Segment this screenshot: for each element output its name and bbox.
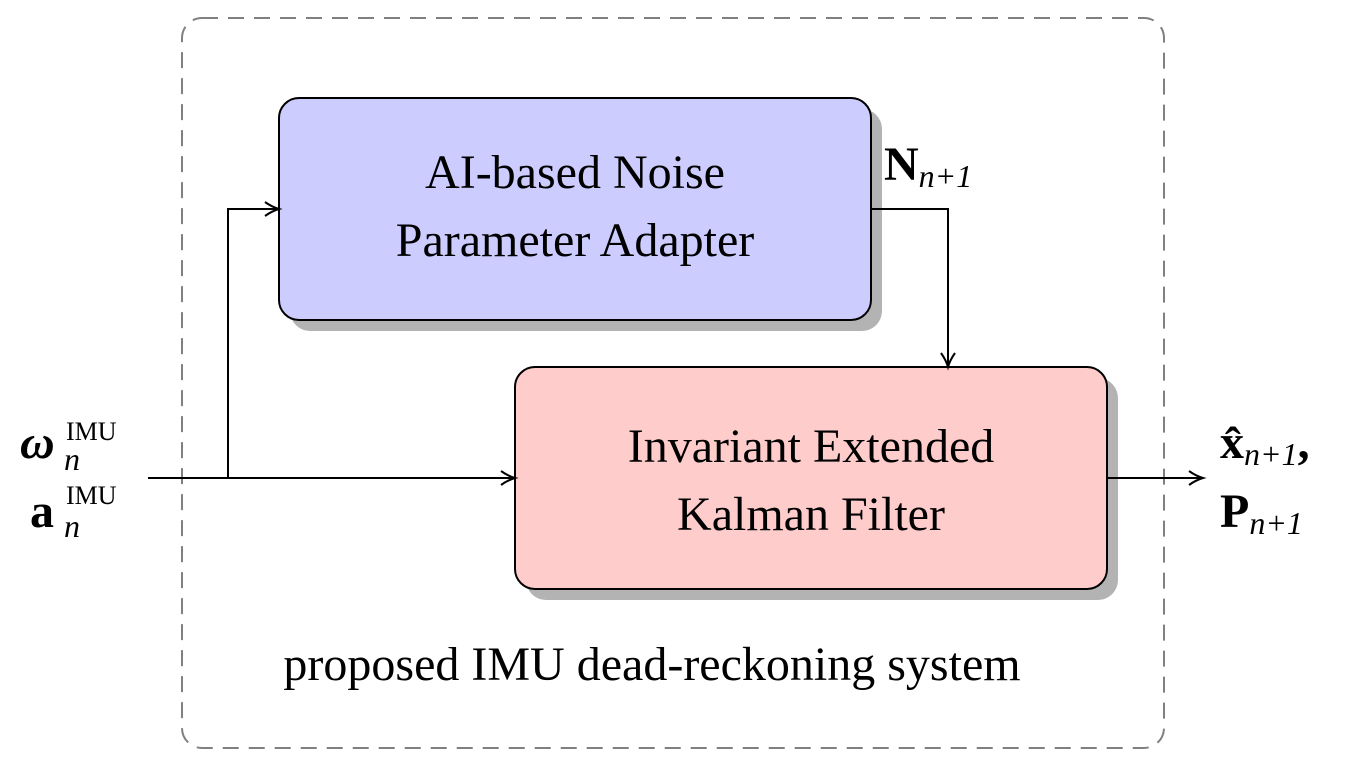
input-accel-sub: n [64,508,80,544]
input-omega-sub: n [64,441,80,477]
system-boundary [181,17,1165,749]
noise-param-arrow [871,208,956,371]
adapter-block-label-line1: AI-based Noise [425,146,725,199]
system-caption: proposed IMU dead-reckoning system [283,638,1020,691]
svg-text:x̂n+1,: x̂n+1, [1220,416,1310,472]
adapter-block-label-line2: Parameter Adapter [396,214,755,267]
noise-param-main: N [884,138,919,191]
output-state-main: x̂ [1220,416,1244,469]
input-branch-to-adapter [227,201,283,478]
output-state-suffix: , [1298,416,1310,469]
input-accel-sup: IMU [66,481,117,510]
input-accel-main: a [30,485,54,538]
input-omega-label: ω IMU n [20,416,117,477]
svg-text:Nn+1: Nn+1 [884,138,972,194]
output-state-label: x̂n+1, [1220,416,1310,472]
output-cov-label: Pn+1 [1220,485,1303,541]
output-cov-main: P [1220,485,1249,538]
filter-block-label-line2: Kalman Filter [677,488,945,541]
filter-block-label-line1: Invariant Extended [628,420,995,473]
filter-block [514,366,1108,590]
output-state-sub: n+1 [1244,436,1298,472]
adapter-block [278,97,872,321]
input-omega-sup: IMU [66,417,117,446]
noise-param-label: Nn+1 [884,138,972,194]
input-accel-label: a IMU n [30,481,117,544]
output-cov-sub: n+1 [1249,505,1303,541]
noise-param-sub: n+1 [919,158,973,194]
svg-text:Pn+1: Pn+1 [1220,485,1303,541]
input-omega-main: ω [20,416,55,469]
